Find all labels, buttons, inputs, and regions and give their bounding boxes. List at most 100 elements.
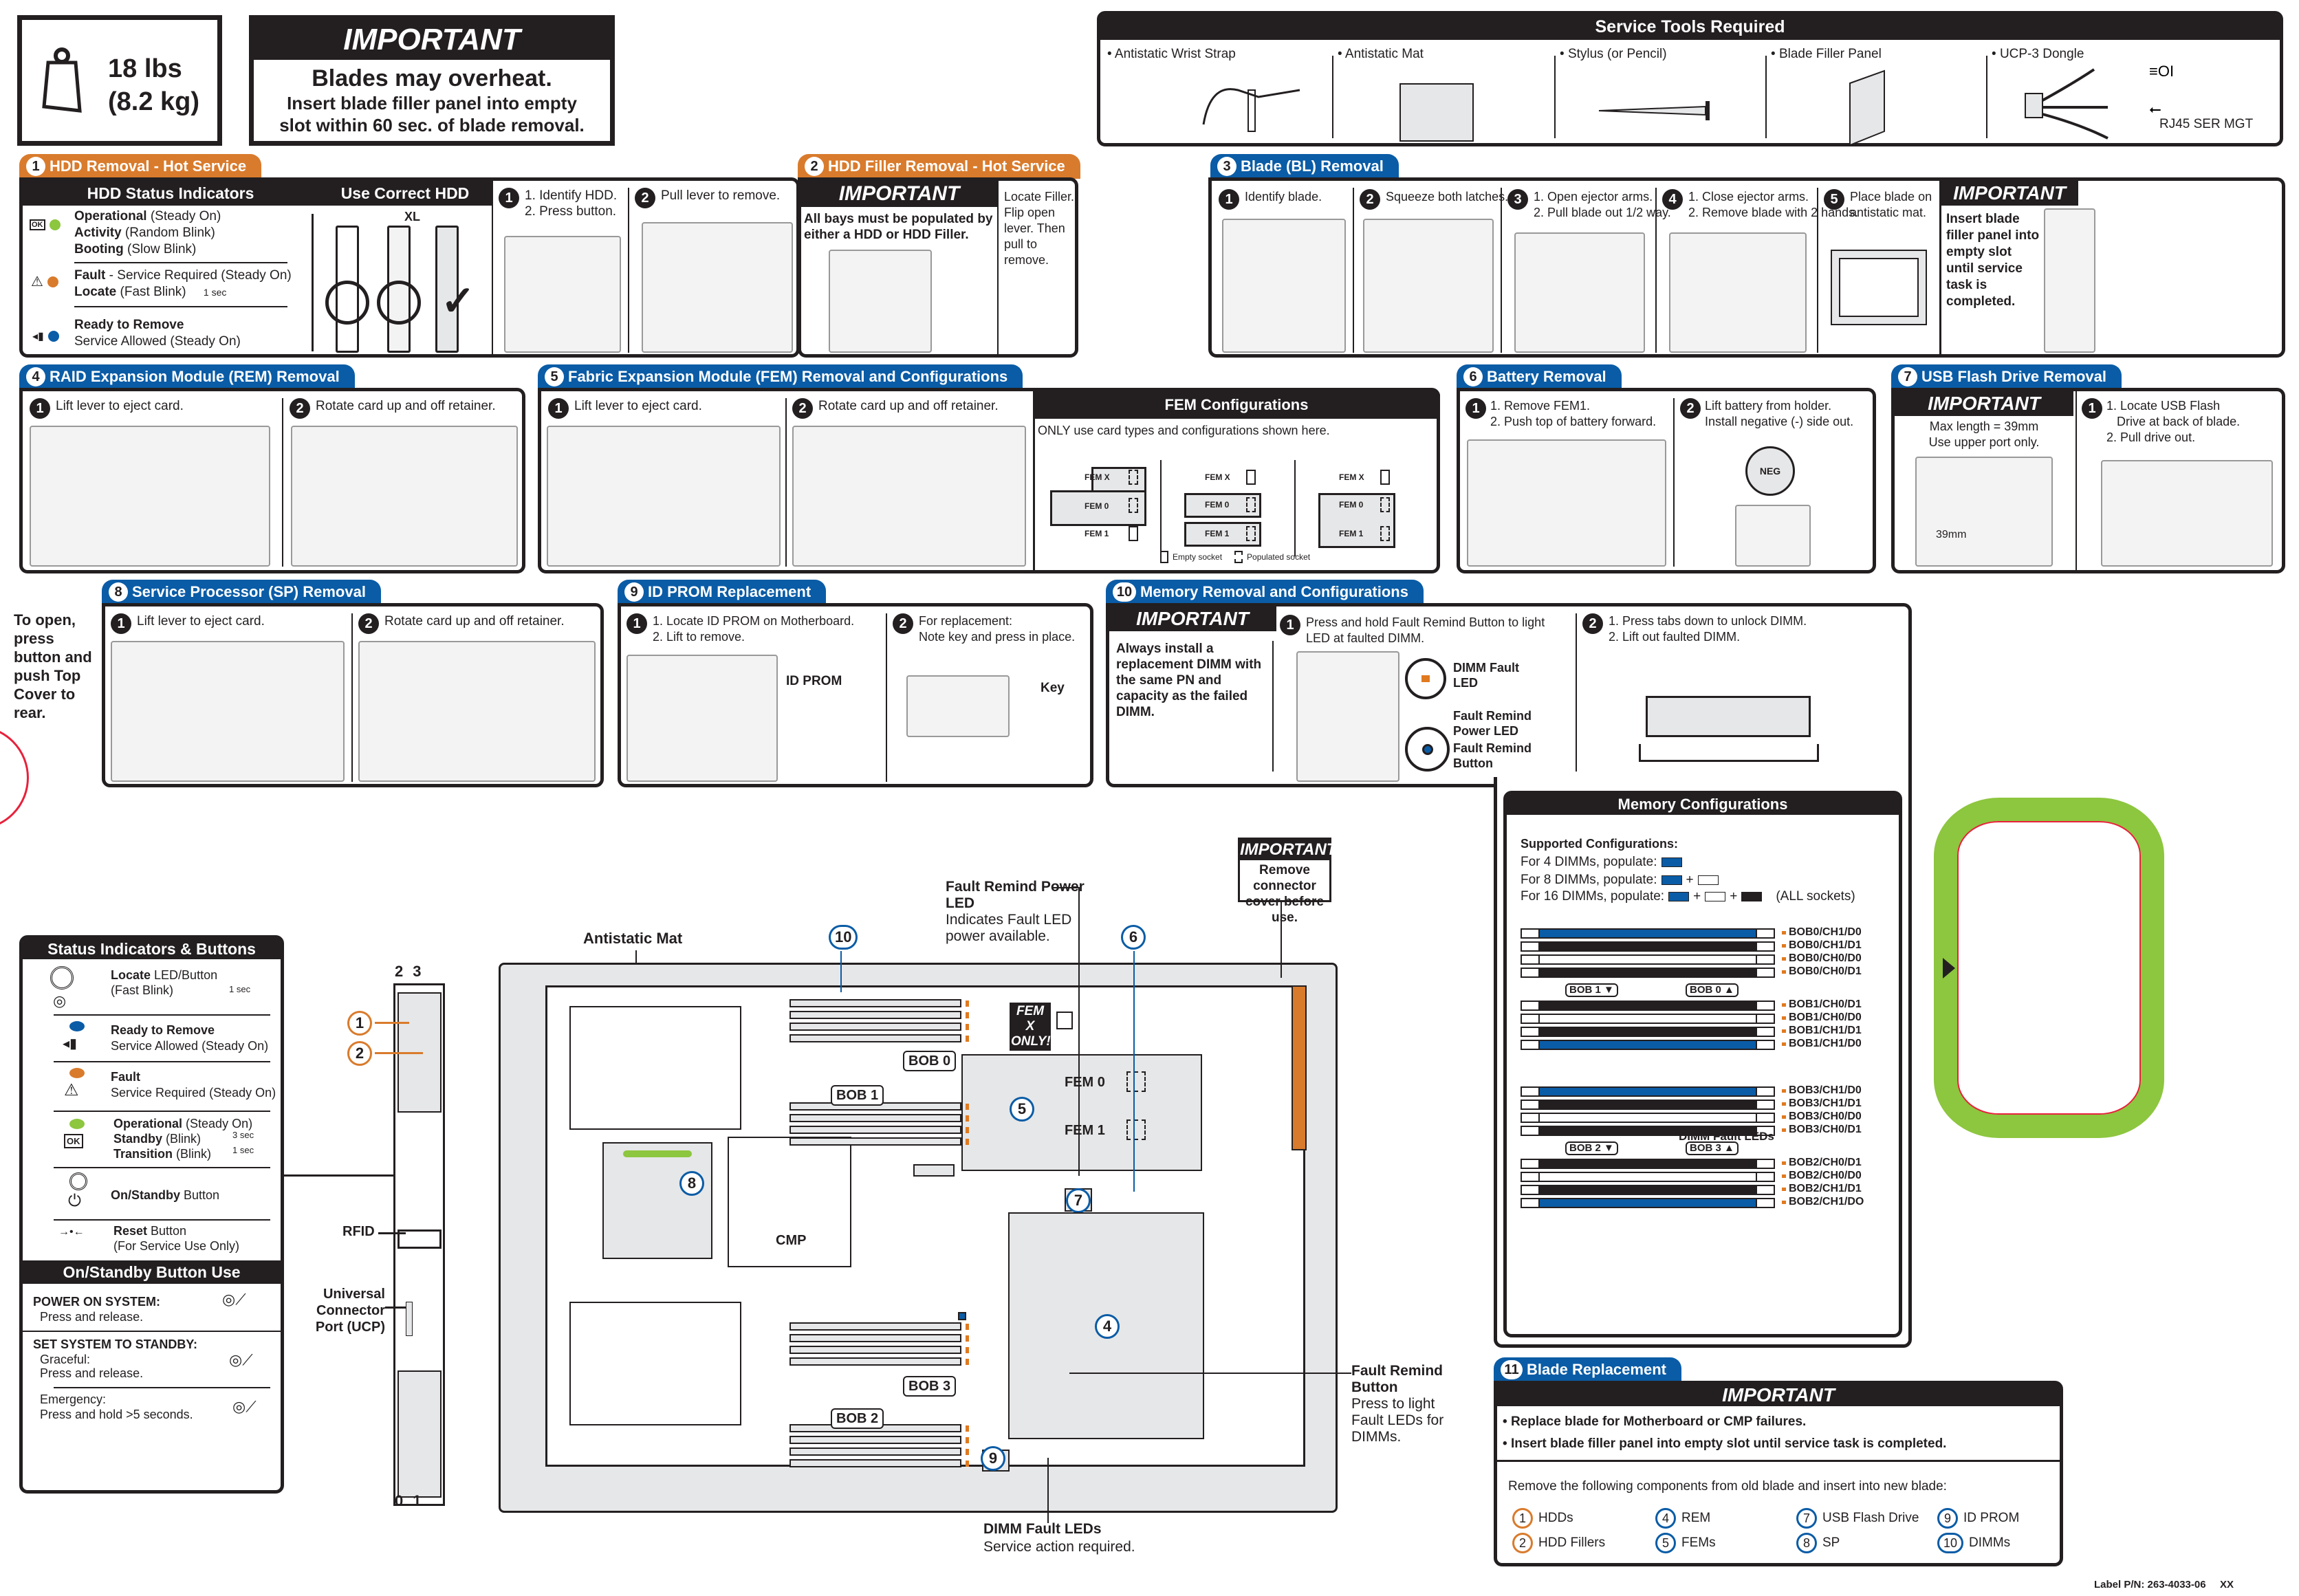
dimm-fault-led-label: DIMM Fault LED xyxy=(1453,661,1519,690)
dimm-fault-led xyxy=(1782,1029,1786,1033)
fem-x-label: FEM X xyxy=(1205,472,1230,482)
usb-length-illustration xyxy=(1915,457,2053,567)
component-number-badge: 2 xyxy=(1512,1533,1533,1553)
dimm-fault-led xyxy=(1782,1042,1786,1046)
section-number: 9 xyxy=(624,582,644,602)
step-text: Rotate card up and off retainer. xyxy=(818,399,999,413)
section-title: Battery Removal xyxy=(1487,368,1606,385)
fault-remind-power-led-label: Fault Remind Power LED xyxy=(1453,709,1532,738)
status-panel-title: Status Indicators & Buttons xyxy=(23,939,281,959)
callout-1[interactable]: 1 xyxy=(347,1011,372,1036)
board-dimm-slot[interactable] xyxy=(789,1114,961,1122)
blue-led-icon xyxy=(69,1021,85,1031)
sec2-note: All bays must be populated by either a H… xyxy=(804,212,993,242)
callout-badge: 5 xyxy=(1010,1097,1034,1122)
board-dimm-slot[interactable] xyxy=(789,1436,961,1444)
hdd-identify-illustration xyxy=(504,236,621,353)
empty-socket-icon xyxy=(1160,551,1168,563)
board-dimm-slot[interactable] xyxy=(789,1034,961,1042)
fault-indicator: ⚠ xyxy=(31,273,58,290)
callout-6[interactable]: 6 xyxy=(1121,925,1146,950)
operational-desc: (Steady On) xyxy=(150,209,221,223)
legend-empty: Empty socket xyxy=(1173,552,1223,562)
callout-7[interactable]: 7 xyxy=(1066,1188,1091,1213)
ready-indicator: ◂▮ xyxy=(32,329,59,343)
dimm-slot-label: BOB0/CH1/D1 xyxy=(1789,939,1862,951)
populated-socket-icon xyxy=(1234,551,1243,563)
callout-8[interactable]: 8 xyxy=(679,1171,704,1196)
board-dimm-slot[interactable] xyxy=(789,1126,961,1134)
board-dimm-slot[interactable] xyxy=(789,1357,961,1366)
board-dimm-slot[interactable] xyxy=(789,999,961,1007)
board-dimm-slot[interactable] xyxy=(789,1459,961,1467)
board-dimm-slot[interactable] xyxy=(789,1447,961,1456)
green-led-icon xyxy=(69,1119,85,1129)
board-dimm-slot[interactable] xyxy=(789,1011,961,1019)
board-dimm-slot[interactable] xyxy=(789,1023,961,1031)
callout-2[interactable]: 2 xyxy=(347,1041,372,1066)
step-text: Rotate card up and off retainer. xyxy=(316,399,496,413)
standby-button-icon xyxy=(69,1172,87,1190)
component-label: HDDs xyxy=(1538,1511,1573,1525)
board-dimm-slot[interactable] xyxy=(789,1334,961,1342)
emergency-desc: Press and hold >5 seconds. xyxy=(40,1408,193,1421)
callout-4[interactable]: 4 xyxy=(1095,1314,1120,1339)
section-10-panel: IMPORTANT Always install a replacement D… xyxy=(1106,603,1912,787)
ucp-label: Universal Connector Port (UCP) xyxy=(315,1287,385,1335)
dimm-socket-row xyxy=(1521,1185,1775,1195)
fault-remind-button-zoom[interactable] xyxy=(1405,727,1450,772)
sec11-bullet-2: • Insert blade filler panel into empty s… xyxy=(1503,1436,1947,1451)
cover-button-marker[interactable] xyxy=(0,725,29,830)
component-number-badge: 5 xyxy=(1655,1533,1676,1553)
dimm-socket-row xyxy=(1521,1100,1775,1110)
row-sub: (For Service Use Only) xyxy=(113,1239,240,1253)
fem-config-1: FEM X FEM 0 FEM 1 xyxy=(1050,460,1153,549)
rfid-label: RFID xyxy=(342,1224,375,1239)
dimm-slot-label: BOB0/CH1/D0 xyxy=(1789,926,1862,938)
step-line2: Note key and press in place. xyxy=(919,630,1076,644)
white-swatch xyxy=(1705,892,1726,901)
component-number-badge: 9 xyxy=(1937,1508,1958,1529)
board-dimm-slot[interactable] xyxy=(789,1322,961,1331)
dimm-socket-row xyxy=(1521,1027,1775,1037)
row-bold: Fault xyxy=(111,1070,140,1084)
fan-bay-bottom xyxy=(569,1302,741,1425)
section-title: ID PROM Replacement xyxy=(648,583,811,600)
prohibited-icon xyxy=(325,281,369,325)
fem1-socket xyxy=(1126,1119,1146,1140)
step-line1: 1. Open ejector arms. xyxy=(1534,190,1653,204)
dimm-socket-row xyxy=(1521,1086,1775,1097)
callout-badge: 10 xyxy=(829,925,858,950)
dimm-slot-label: BOB0/CH0/D0 xyxy=(1789,952,1862,964)
blue-swatch xyxy=(1668,892,1690,901)
callout-9[interactable]: 9 xyxy=(981,1446,1005,1471)
callout-5[interactable]: 5 xyxy=(1010,1097,1034,1122)
frpl-desc: Indicates Fault LED power available. xyxy=(946,912,1072,944)
ucp3-dongle-icon: ≡OI⭠ xyxy=(2025,63,2174,140)
fault-remind-button[interactable] xyxy=(958,1312,966,1320)
step-line2: 2. Lift out faulted DIMM. xyxy=(1609,630,1741,644)
step-number: 2 xyxy=(635,188,655,208)
board-dimm-slot[interactable] xyxy=(789,1137,961,1146)
board-dimm-slot[interactable] xyxy=(789,1346,961,1354)
dimm-fault-led xyxy=(1782,957,1786,961)
arrow-right-icon xyxy=(1943,958,1955,979)
fem0-label: FEM 0 xyxy=(1065,1075,1105,1090)
dimm-socket-row xyxy=(1521,1014,1775,1024)
component-label: HDD Fillers xyxy=(1538,1535,1606,1550)
open-cover-instruction: To open, press button and push Top Cover… xyxy=(14,611,92,721)
callout-10[interactable]: 10 xyxy=(829,925,858,950)
step-line2: 2. Lift to remove. xyxy=(653,630,745,644)
